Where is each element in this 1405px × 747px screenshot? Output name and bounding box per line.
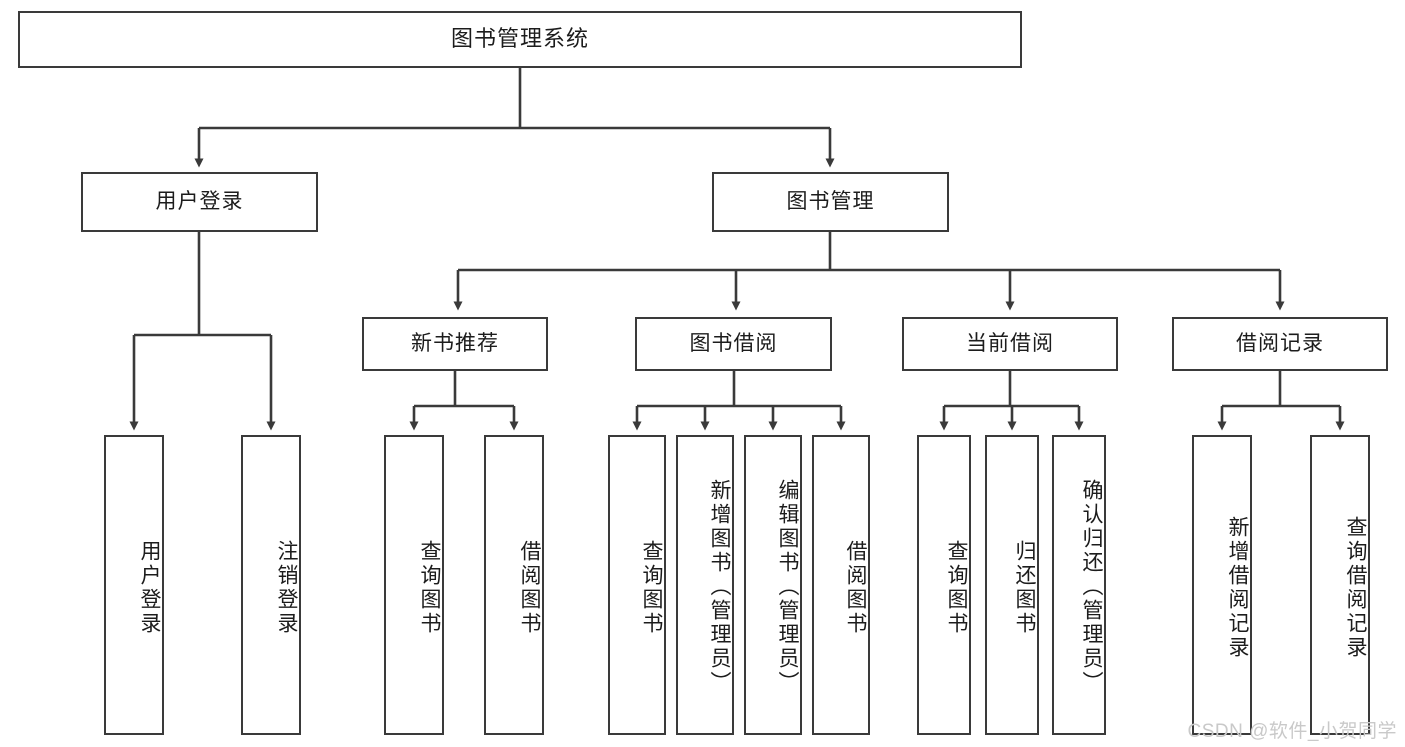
node-label: 图书管理 [786, 190, 875, 214]
node-label: 确认归还（管理员） [1080, 478, 1103, 695]
leaf-user-login-logout[interactable]: 注销登录 [241, 435, 301, 735]
node-label: 图书管理系统 [450, 26, 589, 52]
leaf-user-login-login[interactable]: 用户登录 [104, 435, 164, 735]
node-label: 注销登录 [275, 540, 298, 636]
node-label: 新书推荐 [411, 332, 499, 356]
node-label: 查询图书 [640, 540, 663, 636]
node-label: 新增借阅记录 [1226, 516, 1249, 660]
node-label: 借阅图书 [518, 540, 541, 636]
leaf-book-borrow-borrow[interactable]: 借阅图书 [812, 435, 870, 735]
leaf-book-borrow-query[interactable]: 查询图书 [608, 435, 666, 735]
node-current-borrow[interactable]: 当前借阅 [902, 317, 1118, 371]
leaf-new-book-query[interactable]: 查询图书 [384, 435, 444, 735]
leaf-current-borrow-query[interactable]: 查询图书 [917, 435, 971, 735]
node-label: 用户登录 [138, 540, 161, 636]
node-borrow-record[interactable]: 借阅记录 [1172, 317, 1388, 371]
leaf-book-borrow-edit[interactable]: 编辑图书（管理员） [744, 435, 802, 735]
node-label: 借阅图书 [844, 540, 867, 636]
node-root-system[interactable]: 图书管理系统 [18, 11, 1022, 68]
leaf-borrow-record-add[interactable]: 新增借阅记录 [1192, 435, 1252, 735]
node-label: 查询图书 [945, 540, 968, 636]
leaf-borrow-record-query[interactable]: 查询借阅记录 [1310, 435, 1370, 735]
node-label: 借阅记录 [1236, 332, 1324, 356]
node-new-book-recommend[interactable]: 新书推荐 [362, 317, 548, 371]
leaf-book-borrow-add[interactable]: 新增图书（管理员） [676, 435, 734, 735]
node-book-management[interactable]: 图书管理 [712, 172, 949, 232]
node-user-login[interactable]: 用户登录 [81, 172, 318, 232]
node-label: 查询借阅记录 [1344, 516, 1367, 660]
leaf-new-book-borrow[interactable]: 借阅图书 [484, 435, 544, 735]
node-label: 归还图书 [1013, 540, 1036, 636]
leaf-current-borrow-confirm[interactable]: 确认归还（管理员） [1052, 435, 1106, 735]
watermark-text: CSDN @软件_小贺同学 [1187, 721, 1397, 742]
node-label: 查询图书 [418, 540, 441, 636]
node-book-borrow[interactable]: 图书借阅 [635, 317, 832, 371]
node-label: 新增图书（管理员） [708, 478, 731, 695]
node-label: 图书借阅 [689, 332, 778, 356]
node-label: 当前借阅 [966, 332, 1054, 356]
leaf-current-borrow-return[interactable]: 归还图书 [985, 435, 1039, 735]
node-label: 用户登录 [155, 190, 244, 214]
node-label: 编辑图书（管理员） [776, 478, 799, 695]
